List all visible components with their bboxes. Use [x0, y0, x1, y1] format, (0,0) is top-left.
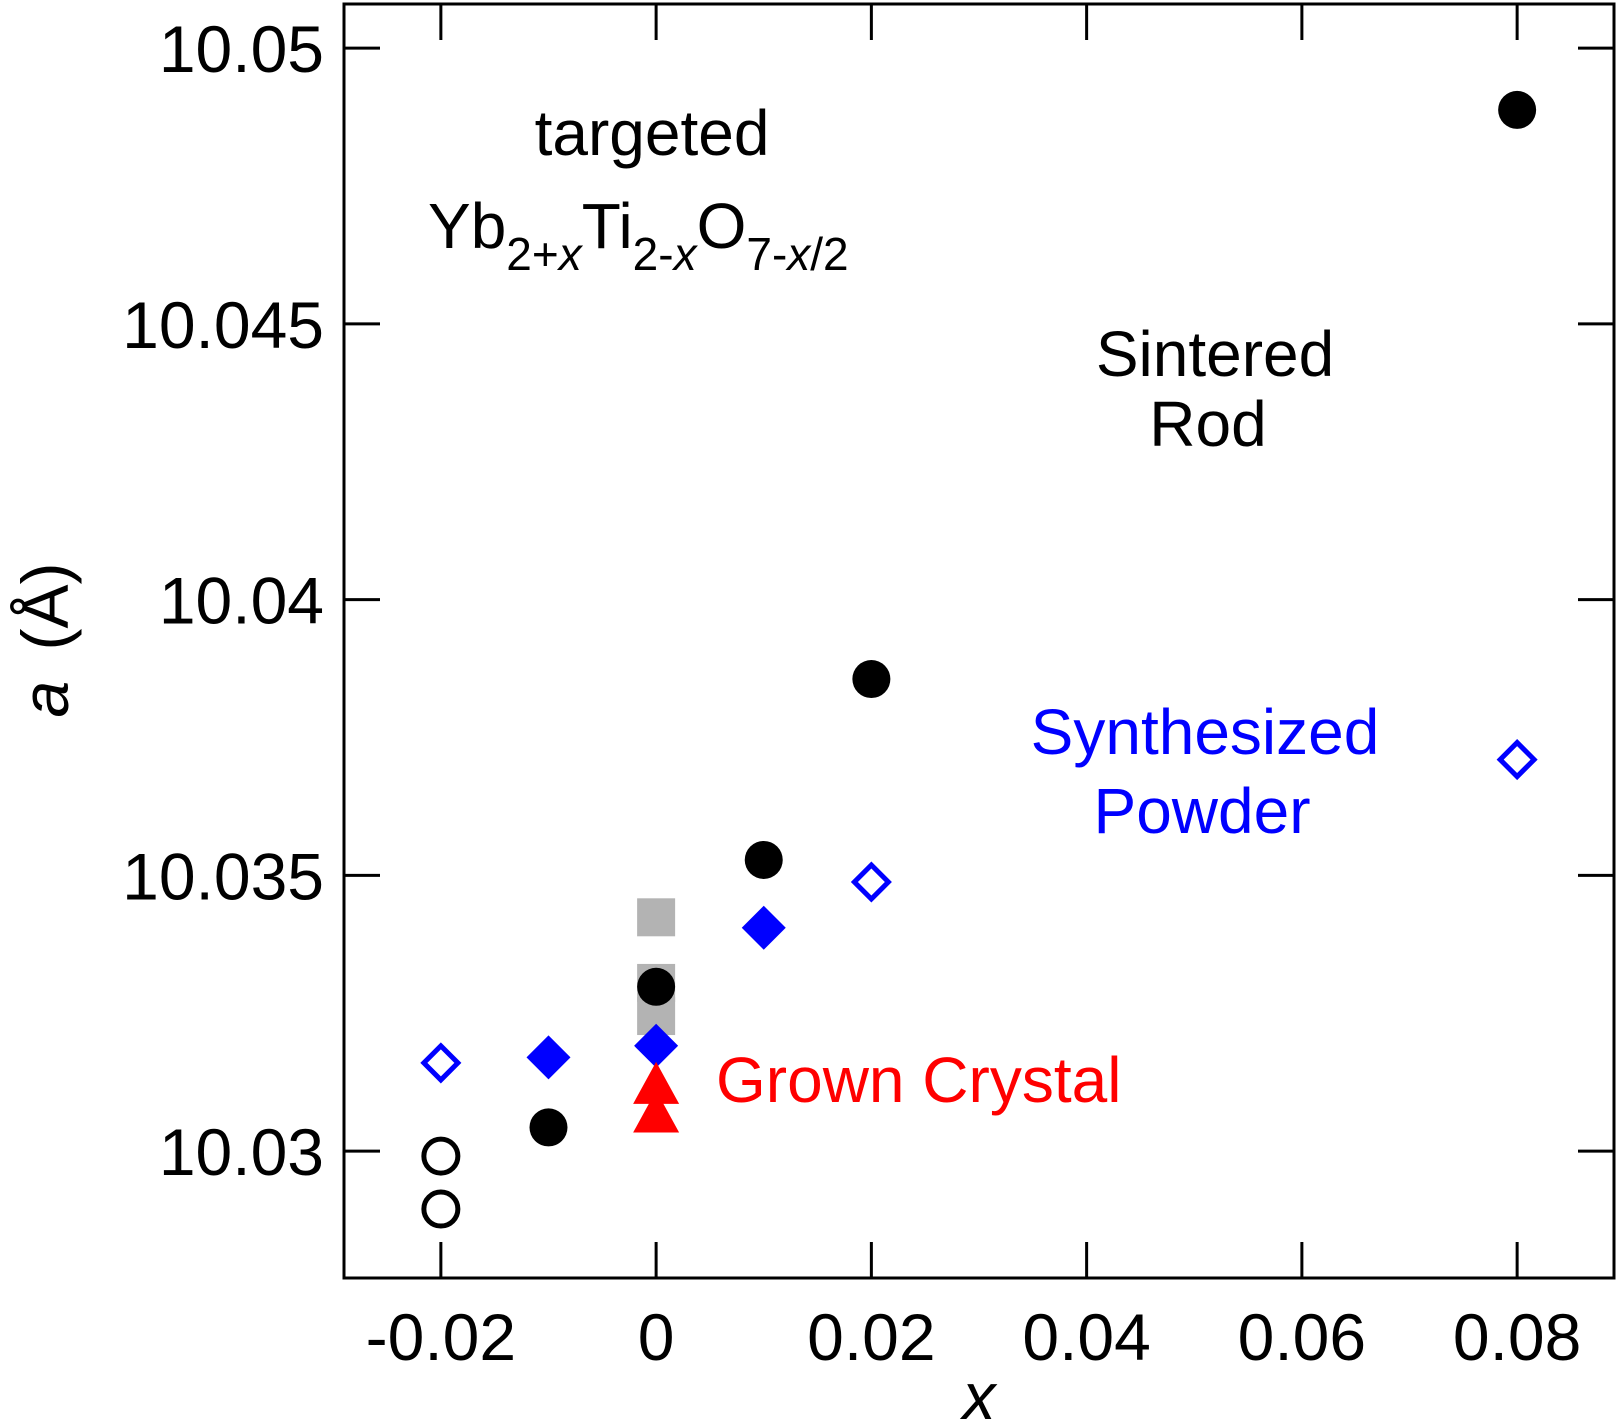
sintered-rod-point: [1498, 90, 1537, 129]
annotation-powder-line1: Synthesized: [1031, 696, 1380, 768]
y-tick-label: 10.05: [159, 12, 324, 86]
formula-part: 2-: [633, 228, 674, 280]
formula-part: Ti: [582, 190, 633, 262]
synthesized-powder-point: [850, 861, 892, 903]
y-axis-title: a (Å): [8, 562, 82, 717]
y-axis-title-unit: (Å): [8, 562, 82, 650]
y-tick-label: 10.04: [159, 564, 324, 638]
annotation-powder-line2: Powder: [1094, 775, 1311, 847]
x-tick-label: 0.04: [1022, 1300, 1150, 1374]
annotation-sintered-line2: Rod: [1149, 388, 1266, 460]
formula-part: x: [672, 228, 699, 280]
y-axis-title-symbol: a: [8, 681, 82, 718]
x-tick-label: 0.06: [1238, 1300, 1366, 1374]
sintered-rod-point: [529, 1108, 568, 1147]
x-tick-label: 0.08: [1453, 1300, 1581, 1374]
filled-diamond-point: [526, 1035, 571, 1080]
formula-part: x: [785, 228, 812, 280]
gray-square-point: [637, 898, 676, 937]
sintered-rod-point: [637, 967, 676, 1006]
open-circle-point: [421, 1189, 461, 1229]
formula-part: 2+: [506, 228, 558, 280]
sintered-rod-point: [744, 840, 783, 879]
formula-part: O: [697, 190, 747, 262]
x-tick-label: -0.02: [366, 1300, 516, 1374]
sintered-rod-point: [852, 660, 891, 699]
open-circle-point: [421, 1136, 461, 1176]
synthesized-powder-point: [1496, 739, 1538, 781]
axis-ticks: [344, 4, 1614, 1278]
formula-part: Yb: [428, 190, 506, 262]
annotation-grown-crystal: Grown Crystal: [716, 1044, 1121, 1116]
y-tick-label: 10.03: [159, 1115, 324, 1189]
grown-crystal-point: [633, 1090, 680, 1133]
formula-part: /2: [810, 228, 848, 280]
filled-diamond-point: [741, 905, 786, 950]
y-tick-label: 10.035: [122, 839, 324, 913]
y-tick-label: 10.045: [122, 288, 324, 362]
x-tick-label: 0.02: [807, 1300, 935, 1374]
annotation-sintered-line1: Sintered: [1096, 318, 1334, 390]
filled-diamond-point: [634, 1023, 679, 1068]
synthesized-powder-point: [420, 1042, 462, 1084]
formula-part: 7-: [746, 228, 787, 280]
plot-frame: [342, 2, 1616, 1280]
annotation-targeted: targeted: [535, 97, 770, 169]
annotation-formula: Yb2+xTi2-xO7-x/2: [428, 190, 849, 280]
x-axis-title: x: [960, 1359, 998, 1419]
x-tick-label: 0: [638, 1300, 675, 1374]
tick-labels: -0.02 0 0.02 0.04 0.06 0.08 10.03 10.035 10.04 10…: [122, 12, 1581, 1374]
data-markers: [420, 90, 1538, 1229]
formula-part: x: [557, 228, 584, 280]
grown-crystal-point: [633, 1061, 680, 1104]
